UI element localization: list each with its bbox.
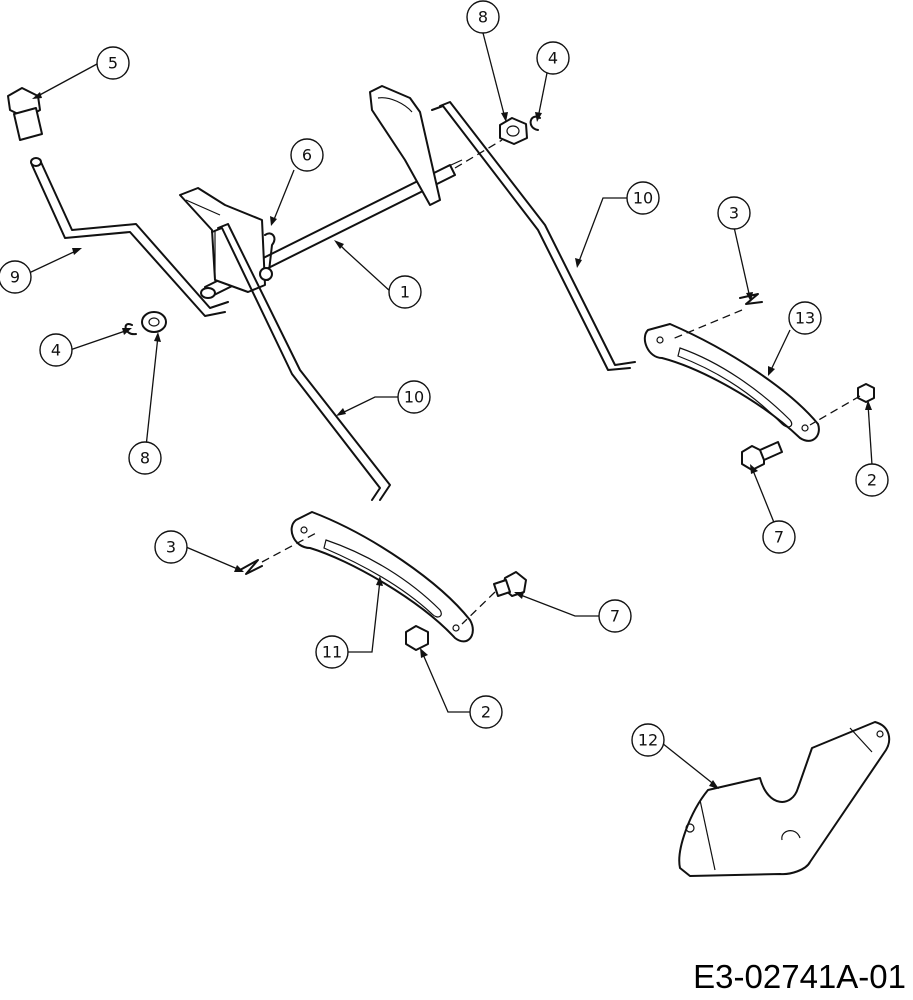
callout-8-left: 8 [128,441,162,475]
callout-7-left: 7 [598,599,632,633]
left-bracket-part [179,187,276,293]
adjustment-plate-right-part [643,323,820,442]
shaft-part [200,159,463,299]
assembly-line-top-nut [454,139,503,169]
callout-label: 13 [795,309,815,328]
callout-label: 3 [166,538,176,557]
knob-part [7,87,43,141]
callout-label: 6 [302,146,312,165]
callout-11: 11 [315,635,349,669]
leader-lines [28,32,873,789]
callout-7-right: 7 [762,520,796,554]
assembly-line-right-nut [809,395,861,426]
callout-label: 2 [867,471,877,490]
callout-8-top: 8 [466,0,500,34]
link-rod-right-part [431,101,636,371]
assembly-line-right-hairpin [669,309,743,341]
callout-3-right: 3 [717,196,751,230]
callout-label: 10 [404,388,424,407]
flange-nut-top-part [499,117,528,145]
callout-12: 12 [631,723,665,757]
callout-label: 4 [548,49,558,68]
callout-label: 8 [478,8,488,27]
callout-4-left: 4 [39,333,73,367]
callout-13: 13 [788,301,822,335]
callout-label: 10 [633,189,653,208]
hex-nut-right-part [857,383,875,403]
assembly-line-left-bolt [461,591,496,625]
hairpin-clip-left-part [239,559,263,575]
adjustment-plate-left-part [290,511,474,643]
document-code: E3-02741A-01 [693,958,906,995]
callout-9: 9 [0,260,32,294]
callout-label: 3 [729,204,739,223]
callout-label: 11 [322,643,342,662]
hex-nut-left-part [405,625,429,651]
callout-10-left: 10 [397,380,431,414]
assembly-line-left-hairpin [261,531,319,563]
callout-5: 5 [96,46,130,80]
callout-label: 8 [140,449,150,468]
callout-4-top: 4 [536,41,570,75]
callout-3-left: 3 [154,530,188,564]
callout-1: 1 [388,275,422,309]
callout-label: 5 [108,54,118,73]
callout-label: 9 [10,268,20,287]
callout-6: 6 [290,138,324,172]
bushing-left-part [141,311,167,333]
callout-label: 12 [638,731,658,750]
callout-2-left: 2 [469,695,503,729]
callout-label: 2 [481,703,491,722]
callout-2-right: 2 [855,463,889,497]
cover-plate-part [678,721,891,877]
right-bracket-part [369,85,441,206]
callout-label: 7 [610,607,620,626]
bolt-right-part [741,441,783,471]
callout-label: 1 [400,283,410,302]
callout-label: 7 [774,528,784,547]
lift-handle-rod-part [30,157,229,317]
callout-label: 4 [51,341,61,360]
callout-10-right: 10 [626,181,660,215]
link-rod-left-part [211,223,391,501]
